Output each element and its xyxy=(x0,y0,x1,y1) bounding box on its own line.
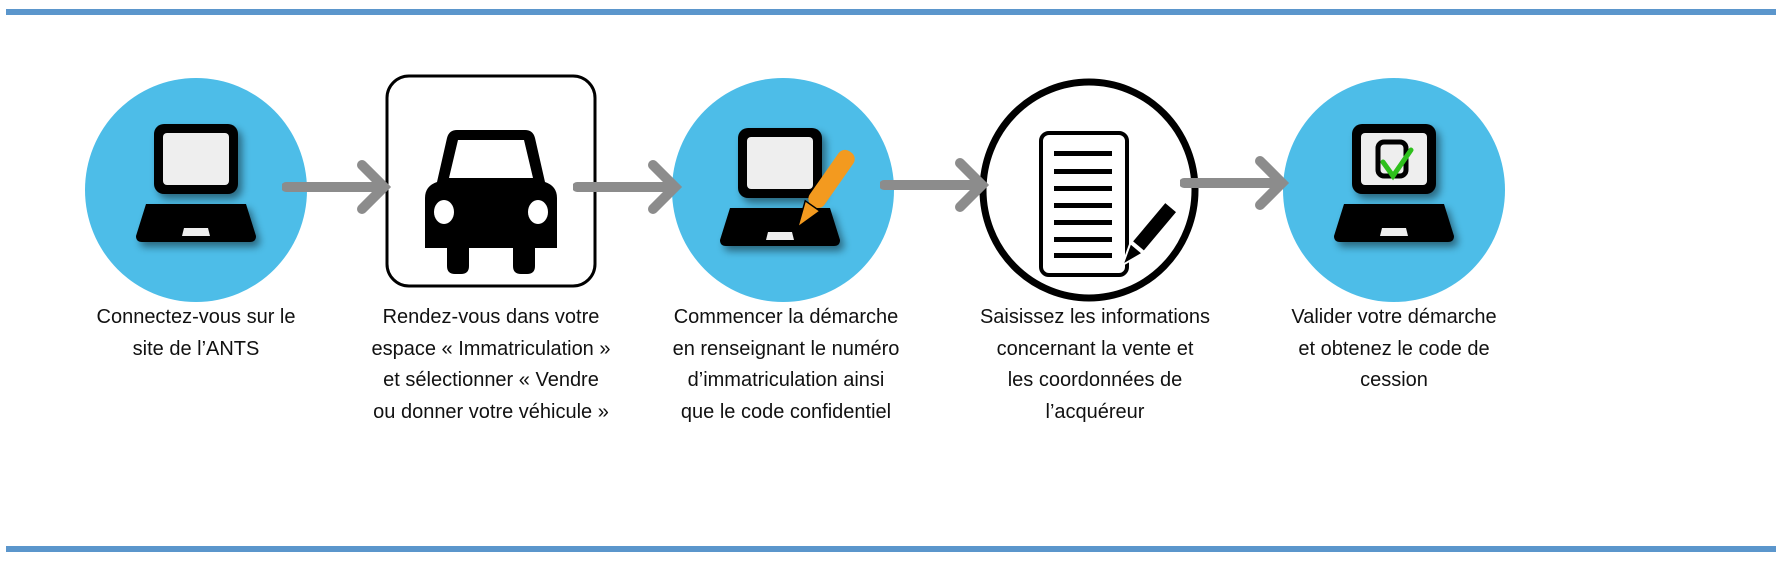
caption-line: Rendez-vous dans votre xyxy=(382,306,600,328)
caption-line: Connectez-vous sur le xyxy=(96,306,296,328)
caption-line: ou donner votre véhicule » xyxy=(373,400,609,423)
caption-line: cession xyxy=(1360,369,1428,391)
bottom-divider xyxy=(6,546,1776,552)
caption-line: d’immatriculation ainsi xyxy=(687,369,885,391)
step-3-caption: Commencer la démarche en renseignant le … xyxy=(636,302,936,428)
arrow-3-to-4 xyxy=(880,158,990,212)
caption-line: Saisissez les informations xyxy=(979,306,1211,328)
top-divider xyxy=(6,9,1776,15)
step-4-caption: Saisissez les informations concernant la… xyxy=(945,302,1245,428)
caption-line: espace « Immatriculation » xyxy=(371,337,611,360)
step-1-caption: Connectez-vous sur le site de l’ANTS xyxy=(46,302,346,365)
step-2-car-icon xyxy=(385,74,597,288)
caption-line: Valider votre démarche xyxy=(1291,306,1497,328)
step-1-laptop-icon xyxy=(85,78,307,302)
step-4-document-pen-icon xyxy=(979,78,1199,302)
step-2-caption: Rendez-vous dans votre espace « Immatric… xyxy=(341,302,641,428)
pencil-icon xyxy=(796,149,855,230)
caption-line: que le code confidentiel xyxy=(680,400,892,423)
step-5-caption: Valider votre démarche et obtenez le cod… xyxy=(1244,302,1544,397)
arrow-2-to-3 xyxy=(573,160,683,214)
step-3-laptop-pencil-icon xyxy=(672,78,894,302)
caption-line: Commencer la démarche xyxy=(673,306,899,328)
arrow-4-to-5 xyxy=(1180,156,1290,210)
arrow-1-to-2 xyxy=(282,160,392,214)
caption-line: en renseignant le numéro xyxy=(672,337,900,360)
step-5-laptop-check-icon xyxy=(1283,78,1505,302)
caption-line: concernant la vente et xyxy=(996,337,1194,360)
caption-line: et sélectionner « Vendre xyxy=(383,369,599,391)
caption-line: et obtenez le code de xyxy=(1298,337,1490,360)
caption-line: site de l’ANTS xyxy=(132,337,260,360)
caption-line: l’acquéreur xyxy=(1045,400,1145,423)
caption-line: les coordonnées de xyxy=(1007,369,1183,391)
